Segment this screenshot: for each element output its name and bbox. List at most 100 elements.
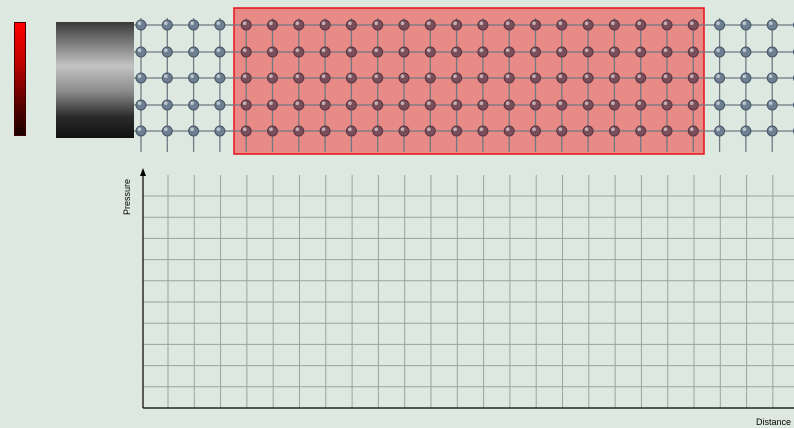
particle-highlight bbox=[400, 21, 405, 26]
particle-highlight bbox=[637, 74, 641, 78]
particle-highlight bbox=[295, 21, 300, 26]
particle-highlight bbox=[584, 101, 589, 105]
particle-highlight bbox=[584, 127, 589, 131]
particle-highlight bbox=[611, 127, 615, 131]
particle-highlight bbox=[348, 48, 352, 52]
particle-highlight bbox=[663, 101, 668, 105]
particle-highlight bbox=[479, 74, 484, 78]
particle-highlight bbox=[479, 101, 484, 105]
particle-highlight bbox=[190, 21, 194, 26]
particle-highlight bbox=[742, 127, 747, 131]
particle-highlight bbox=[137, 48, 142, 52]
particle-highlight bbox=[216, 101, 221, 105]
amplitude-indicator-bar[interactable] bbox=[14, 22, 26, 136]
particle-highlight bbox=[690, 48, 694, 52]
particle-highlight bbox=[690, 127, 694, 131]
particle-highlight bbox=[558, 101, 563, 105]
particle-highlight bbox=[558, 48, 563, 52]
particle-highlight bbox=[716, 48, 720, 52]
particle-highlight bbox=[611, 74, 615, 78]
particle-highlight bbox=[427, 21, 431, 26]
particle-highlight bbox=[611, 48, 615, 52]
particle-highlight bbox=[637, 101, 641, 105]
particle-highlight bbox=[427, 74, 431, 78]
particle-highlight bbox=[164, 101, 168, 105]
particle-highlight bbox=[321, 21, 326, 26]
particle-highlight bbox=[427, 48, 431, 52]
particle-highlight bbox=[321, 101, 326, 105]
particle-highlight bbox=[269, 21, 273, 26]
particle-highlight bbox=[532, 101, 536, 105]
particle-highlight bbox=[348, 21, 352, 26]
particle-highlight bbox=[190, 74, 194, 78]
particle-highlight bbox=[348, 74, 352, 78]
graph-grid bbox=[143, 175, 794, 409]
particle-highlight bbox=[584, 48, 589, 52]
particle-highlight bbox=[137, 21, 142, 26]
piston[interactable] bbox=[56, 22, 134, 138]
particle-highlight bbox=[558, 127, 563, 131]
particle-highlight bbox=[400, 127, 405, 131]
particle-highlight bbox=[453, 101, 457, 105]
particle-highlight bbox=[321, 127, 326, 131]
particle-highlight bbox=[400, 48, 405, 52]
particle-highlight bbox=[505, 101, 510, 105]
particle-highlight bbox=[269, 74, 273, 78]
particle-highlight bbox=[532, 21, 536, 26]
particle-highlight bbox=[453, 127, 457, 131]
particle-highlight bbox=[164, 21, 168, 26]
particle-highlight bbox=[400, 74, 405, 78]
particle-highlight bbox=[427, 101, 431, 105]
particle-highlight bbox=[742, 48, 747, 52]
particle-highlight bbox=[768, 21, 773, 26]
particle-highlight bbox=[690, 101, 694, 105]
particle-highlight bbox=[637, 48, 641, 52]
particle-highlight bbox=[374, 74, 379, 78]
particle-highlight bbox=[584, 21, 589, 26]
particle-highlight bbox=[584, 74, 589, 78]
particle-highlight bbox=[768, 101, 773, 105]
particle-highlight bbox=[637, 21, 641, 26]
particle-highlight bbox=[479, 48, 484, 52]
particle-highlight bbox=[611, 21, 615, 26]
particle-highlight bbox=[348, 101, 352, 105]
particle-highlight bbox=[505, 48, 510, 52]
particle-highlight bbox=[242, 48, 247, 52]
particle-highlight bbox=[216, 48, 221, 52]
particle-highlight bbox=[269, 101, 273, 105]
particle-highlight bbox=[164, 74, 168, 78]
particle-highlight bbox=[768, 48, 773, 52]
lattice-nodes bbox=[135, 19, 794, 137]
particle-highlight bbox=[505, 74, 510, 78]
particle-highlight bbox=[374, 101, 379, 105]
particle-highlight bbox=[558, 74, 563, 78]
particle-highlight bbox=[242, 101, 247, 105]
particle-highlight bbox=[400, 101, 405, 105]
particle-highlight bbox=[663, 74, 668, 78]
particle-highlight bbox=[242, 21, 247, 26]
particle-highlight bbox=[637, 127, 641, 131]
particle-highlight bbox=[663, 21, 668, 26]
particle-highlight bbox=[348, 127, 352, 131]
particle-highlight bbox=[295, 48, 300, 52]
particle-highlight bbox=[374, 21, 379, 26]
particle-highlight bbox=[295, 101, 300, 105]
highlight-selection-box[interactable] bbox=[233, 7, 705, 155]
particle-highlight bbox=[716, 127, 720, 131]
particle-highlight bbox=[479, 21, 484, 26]
particle-highlight bbox=[768, 127, 773, 131]
particle-highlight bbox=[742, 21, 747, 26]
particle-highlight bbox=[374, 127, 379, 131]
particle-highlight bbox=[242, 74, 247, 78]
particle-highlight bbox=[716, 101, 720, 105]
particle-highlight bbox=[137, 101, 142, 105]
particle-highlight bbox=[321, 74, 326, 78]
particle-highlight bbox=[190, 48, 194, 52]
particle-highlight bbox=[137, 127, 142, 131]
particle-highlight bbox=[690, 21, 694, 26]
particle-highlight bbox=[611, 101, 615, 105]
particle-highlight bbox=[190, 101, 194, 105]
particle-highlight bbox=[663, 48, 668, 52]
